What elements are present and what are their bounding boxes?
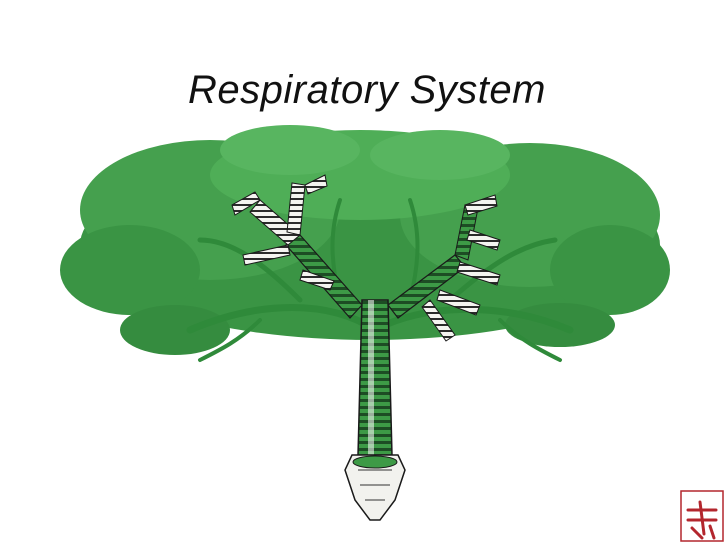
tree-canopy xyxy=(60,125,670,355)
bronchus-left xyxy=(231,174,363,319)
larynx xyxy=(344,454,406,521)
artist-seal-stamp xyxy=(680,490,724,542)
trachea-trunk xyxy=(357,299,393,456)
slide-title: Respiratory System xyxy=(188,68,546,112)
bronchus-right xyxy=(387,194,501,342)
